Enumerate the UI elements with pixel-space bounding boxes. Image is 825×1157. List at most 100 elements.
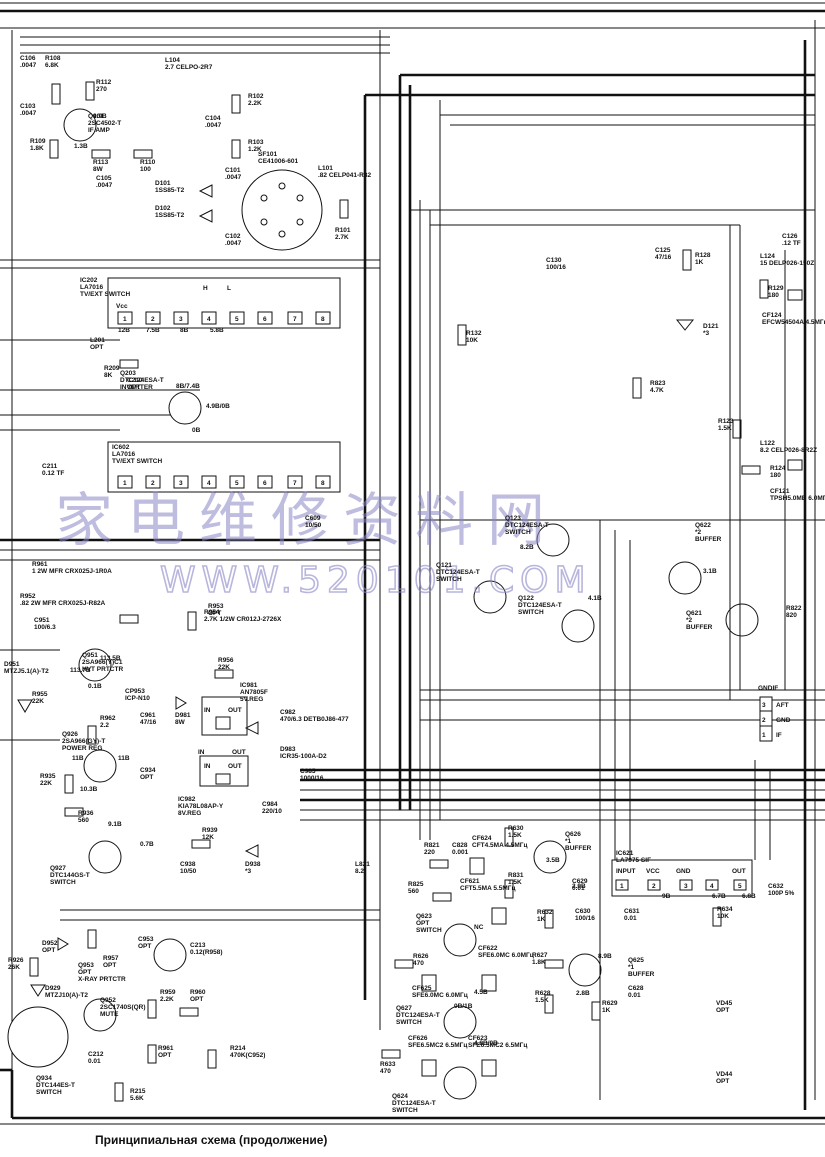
watermark-chinese: 家电维修资料网 (55, 486, 559, 554)
component-value-c938: 10/50 (180, 868, 197, 875)
component-value-r961: 1 2W MFR CRX025J-1R0A (32, 568, 112, 575)
ic621-pin-3: 3 (684, 883, 688, 890)
component-label-c934: C934 (140, 767, 156, 774)
component-label-r821: R821 (424, 842, 440, 849)
component-value-r123: 1.5K (718, 425, 732, 432)
component-value-r961: OPT (158, 1052, 171, 1059)
voltage-annotation: 4.8B/0B (474, 1040, 498, 1047)
component-value-c982: 470/6.3 DETB0J86-477 (280, 716, 349, 723)
component-value-cf121: TPSH5.0MB 6.0МГц (770, 495, 825, 502)
component-label-r939: R939 (202, 827, 218, 834)
component-value-r215: 5.6K (130, 1095, 144, 1102)
component-value-r627: 1.8K (532, 959, 546, 966)
component-label-c985: C985 (300, 768, 316, 775)
component-value-ic981: AN7805F (240, 689, 268, 696)
component-function-ic982: 8V.REG (178, 810, 201, 817)
component-label-q934: Q934 (36, 1075, 52, 1082)
component-value-q952: 2SC1740S(QR) (100, 1004, 146, 1011)
component-label-q123: Q123 (505, 515, 521, 522)
component-label-ic982: IC982 (178, 796, 196, 803)
component-value-r626: 470 (413, 960, 424, 967)
component-label-r626: R626 (413, 953, 429, 960)
ic982 (199, 755, 249, 787)
component-label-r215: R215 (130, 1088, 146, 1095)
component-value-cf626: SFE6.5MC2 6.5МГц (408, 1042, 467, 1049)
component-label-c609: C609 (305, 515, 321, 522)
component-label-c982: C982 (280, 709, 296, 716)
component-value-r101: 2.7K (335, 234, 349, 241)
component-value-c105: .0047 (96, 182, 113, 189)
component-value-q627: DTC124ESA-T (396, 1012, 440, 1019)
component-label-r109: R109 (30, 138, 46, 145)
component-value-l101: .82 CELP041-R82 (318, 172, 371, 179)
component-label-c212: C212 (88, 1051, 104, 1058)
voltage-annotation: 0.1B (88, 683, 102, 690)
component-value-cf623: SFE6.5MC2 6.5МГц (468, 1042, 527, 1049)
component-label-r956: R956 (218, 657, 234, 664)
bottom-border (0, 1068, 825, 1125)
component-function-q101: IF AMP (88, 127, 110, 134)
component-value-c961: 47/16 (140, 719, 157, 726)
component-label-c632: C632 (768, 883, 784, 890)
misc-label: H (203, 285, 208, 292)
component-value-r128: 1K (695, 259, 704, 266)
voltage-annotation: 4.5B (474, 989, 488, 996)
component-value-c629: 0.01 (572, 885, 585, 892)
component-label-cf625: CF625 (412, 985, 432, 992)
voltage-annotation: 113.7B (70, 667, 91, 674)
component-value-r634: 10K (717, 913, 729, 920)
component-label-d951: D951 (4, 661, 20, 668)
component-value-r628: 1.5K (535, 997, 549, 1004)
voltage-annotation: 8B (180, 327, 189, 334)
component-value-q927: DTC144GS-T (50, 872, 90, 879)
component-value-r831: 1.5K (508, 879, 522, 886)
watermark-url: WWW.520101.COM (160, 560, 592, 601)
component-label-q927: Q927 (50, 865, 66, 872)
voltage-annotation: 3.5B (546, 857, 560, 864)
component-label-r128: R128 (695, 252, 711, 259)
voltage-annotation: 8.2B (520, 544, 534, 551)
misc-label: IN (198, 749, 205, 756)
component-value-cf621: CFT5.5MA 5.5МГц (460, 885, 515, 892)
component-value-l821: 8.2 (355, 868, 364, 875)
component-value-c130: 100/16 (546, 264, 566, 271)
component-value-c125: 47/16 (655, 254, 672, 261)
diagram-caption: Принципиальная схема (продолжение) (95, 1133, 328, 1147)
component-label-c104: C104 (205, 115, 221, 122)
component-label-d121: D121 (703, 323, 719, 330)
component-value-d929: MTZJ10(A)-T2 (45, 992, 88, 999)
component-label-d952: D952 (42, 940, 58, 947)
component-value-q934: DTC144ES-T (36, 1082, 75, 1089)
component-label-l124: L124 (760, 253, 775, 260)
connector-pin-1: 1 (762, 732, 766, 739)
gndif-connector (759, 696, 773, 742)
component-value-q122: DTC124ESA-T (518, 602, 562, 609)
voltage-annotation: 8.9B (598, 953, 612, 960)
connector-pin-3: 3 (762, 702, 766, 709)
component-value-d121: *3 (703, 330, 710, 337)
component-label-r102: R102 (248, 93, 264, 100)
voltage-annotation: 6.7B (712, 893, 726, 900)
component-label-d929: D929 (45, 985, 61, 992)
component-label-c631: C631 (624, 908, 640, 915)
component-label-q951: Q951 (82, 652, 98, 659)
component-function-q952: MUTE (100, 1011, 119, 1018)
component-label-c984: C984 (262, 801, 278, 808)
component-label-cf124: CF124 (762, 312, 782, 319)
component-value-r939: 12K (202, 834, 214, 841)
component-value-r959: 2.2K (160, 996, 174, 1003)
ic621-pin-label: GND (676, 868, 691, 875)
component-label-r633: R633 (380, 1061, 396, 1068)
component-label-cf624: CF624 (472, 835, 492, 842)
component-label-d101: D101 (155, 180, 171, 187)
component-value-d981: 8W (175, 719, 186, 726)
component-value-q951: 2SA966(Y)C1 (82, 659, 123, 666)
component-value-r962: 2.2 (100, 722, 109, 729)
component-value-c951: 100/6.3 (34, 624, 56, 631)
component-value-l122: 8.2 CELP026-8R2Z (760, 447, 817, 454)
component-label-ic602: IC602 (112, 444, 130, 451)
component-value-d938: *3 (245, 868, 252, 875)
component-label-q623: Q623 (416, 913, 432, 920)
component-label-r823: R823 (650, 380, 666, 387)
